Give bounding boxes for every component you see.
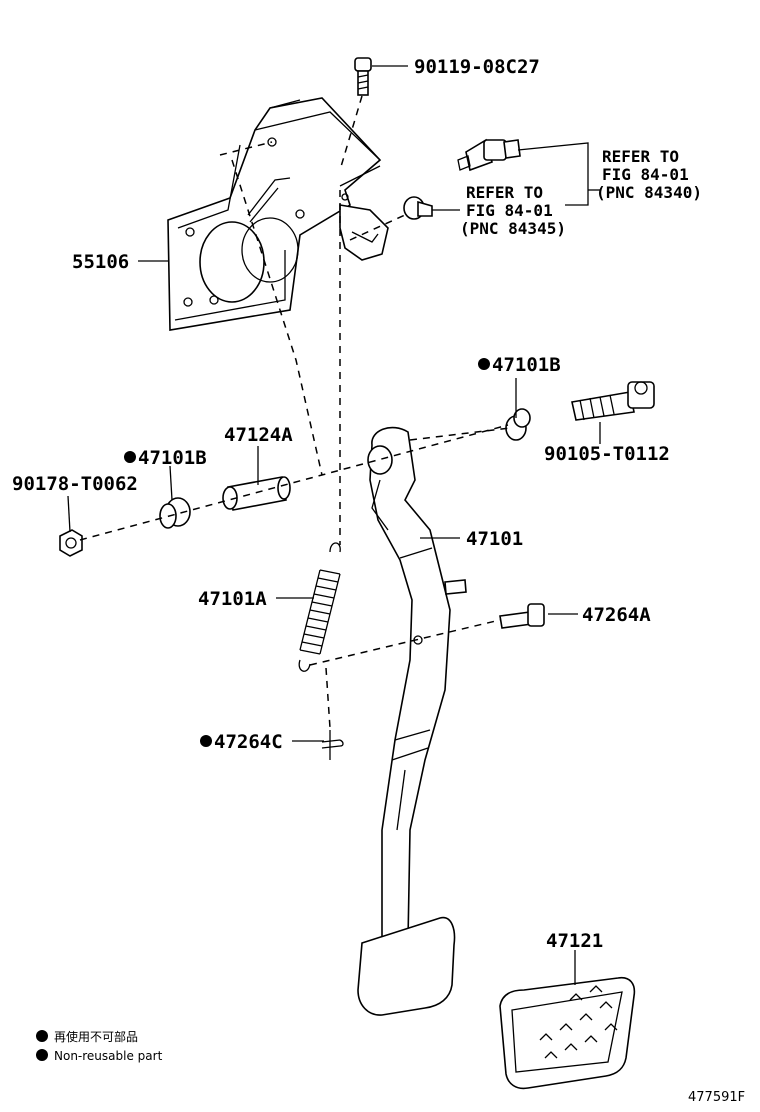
ref-right-line1: REFER TO [602, 147, 679, 166]
label-47101b-upper: 47101B [492, 354, 561, 376]
label-47124a: 47124A [224, 424, 293, 446]
leader-lines [67, 65, 601, 985]
bolt-90105 [571, 381, 655, 421]
assembly-lines [79, 95, 511, 729]
pedal-pad-47121 [499, 976, 636, 1090]
ref-left-line2: FIG 84-01 [466, 201, 553, 220]
label-55106: 55106 [72, 251, 129, 273]
bolt-90119 [354, 57, 372, 96]
label-47101b-lower: 47101B [138, 447, 207, 469]
legend-japanese: 再使用不可部品 [54, 1029, 138, 1044]
label-47101a: 47101A [198, 588, 267, 610]
nut-90178 [59, 529, 83, 557]
ref-left-line3: (PNC 84345) [460, 219, 566, 238]
clip-47264c [321, 730, 344, 760]
switch-84340 [457, 138, 521, 172]
label-47264a: 47264A [582, 604, 651, 626]
label-90119: 90119-08C27 [414, 56, 540, 78]
pedal-arm-47101 [357, 426, 467, 1016]
ref-right-line2: FIG 84-01 [602, 165, 689, 184]
bolt-47264a [499, 603, 545, 629]
legend-dot-en [36, 1049, 48, 1061]
label-90105: 90105-T0112 [544, 443, 670, 465]
nonreusable-dot-47101b-lower [124, 451, 136, 463]
pedal-bracket-55106 [167, 97, 389, 331]
figure-id: 477591F [688, 1090, 745, 1105]
label-47264c: 47264C [214, 731, 283, 753]
ref-left-line1: REFER TO [466, 183, 543, 202]
nonreusable-dot-47264c [200, 735, 212, 747]
label-47101: 47101 [466, 528, 523, 550]
clip-84345 [403, 196, 433, 220]
nonreusable-dot-47101b-upper [478, 358, 490, 370]
spring-47101a [298, 542, 341, 672]
label-90178: 90178-T0062 [12, 473, 138, 495]
legend-dot-jp [36, 1030, 48, 1042]
label-47121: 47121 [546, 930, 603, 952]
collar-47124a [222, 476, 291, 511]
legend-english: Non-reusable part [54, 1049, 163, 1063]
bushing-47101b-upper [505, 408, 531, 441]
ref-right-line3: (PNC 84340) [596, 183, 702, 202]
bushing-47101b-lower [159, 497, 191, 529]
